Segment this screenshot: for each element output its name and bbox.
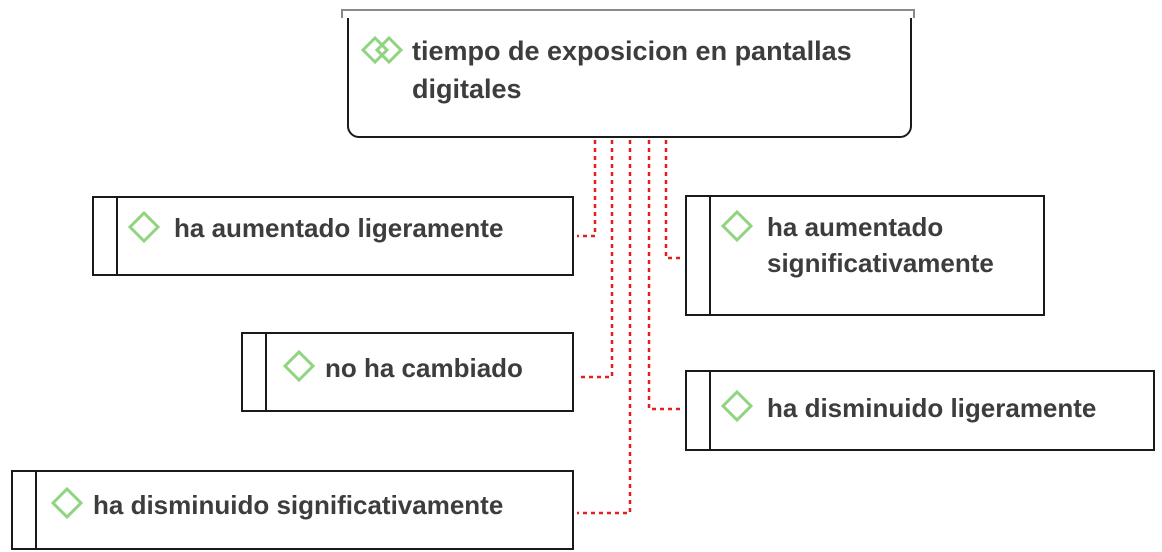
code-node-bar <box>35 472 37 548</box>
connector-ha-aumentado-significativamente <box>664 140 684 260</box>
code-node-ha-disminuido-ligeramente[interactable]: ha disminuido ligeramente <box>685 370 1155 451</box>
connector-ha-disminuido-significativamente <box>577 140 632 515</box>
code-node-ha-disminuido-significativamente[interactable]: ha disminuido significativamente <box>11 470 574 550</box>
root-node-label: tiempo de exposicion en pantallas digita… <box>412 36 852 104</box>
code-node-bar <box>116 198 118 274</box>
code-node-bar <box>709 372 711 449</box>
code-node-label: ha disminuido significativamente <box>93 490 504 520</box>
code-node-ha-aumentado-significativamente[interactable]: ha aumentado significativamente <box>685 195 1045 316</box>
code-icon <box>51 487 83 519</box>
code-node-label: ha disminuido ligeramente <box>767 393 1097 423</box>
code-node-ha-aumentado-ligeramente[interactable]: ha aumentado ligeramente <box>92 196 574 276</box>
code-node-label: ha aumentado significativamente <box>767 212 994 278</box>
root-node-tab <box>341 9 915 18</box>
code-icon <box>721 210 753 242</box>
code-node-bar <box>709 197 711 314</box>
code-icon <box>128 211 160 243</box>
code-node-label: no ha cambiado <box>325 353 523 383</box>
code-node-no-ha-cambiado[interactable]: no ha cambiado <box>241 332 574 412</box>
code-group-icon <box>361 36 403 64</box>
code-node-label: ha aumentado ligeramente <box>174 213 504 243</box>
code-icon <box>283 350 315 382</box>
code-icon <box>721 390 753 422</box>
root-code-group-node[interactable]: tiempo de exposicion en pantallas digita… <box>347 18 912 138</box>
connector-ha-aumentado-ligeramente <box>577 140 597 238</box>
connector-ha-disminuido-ligeramente <box>647 140 684 411</box>
code-node-bar <box>265 334 267 410</box>
